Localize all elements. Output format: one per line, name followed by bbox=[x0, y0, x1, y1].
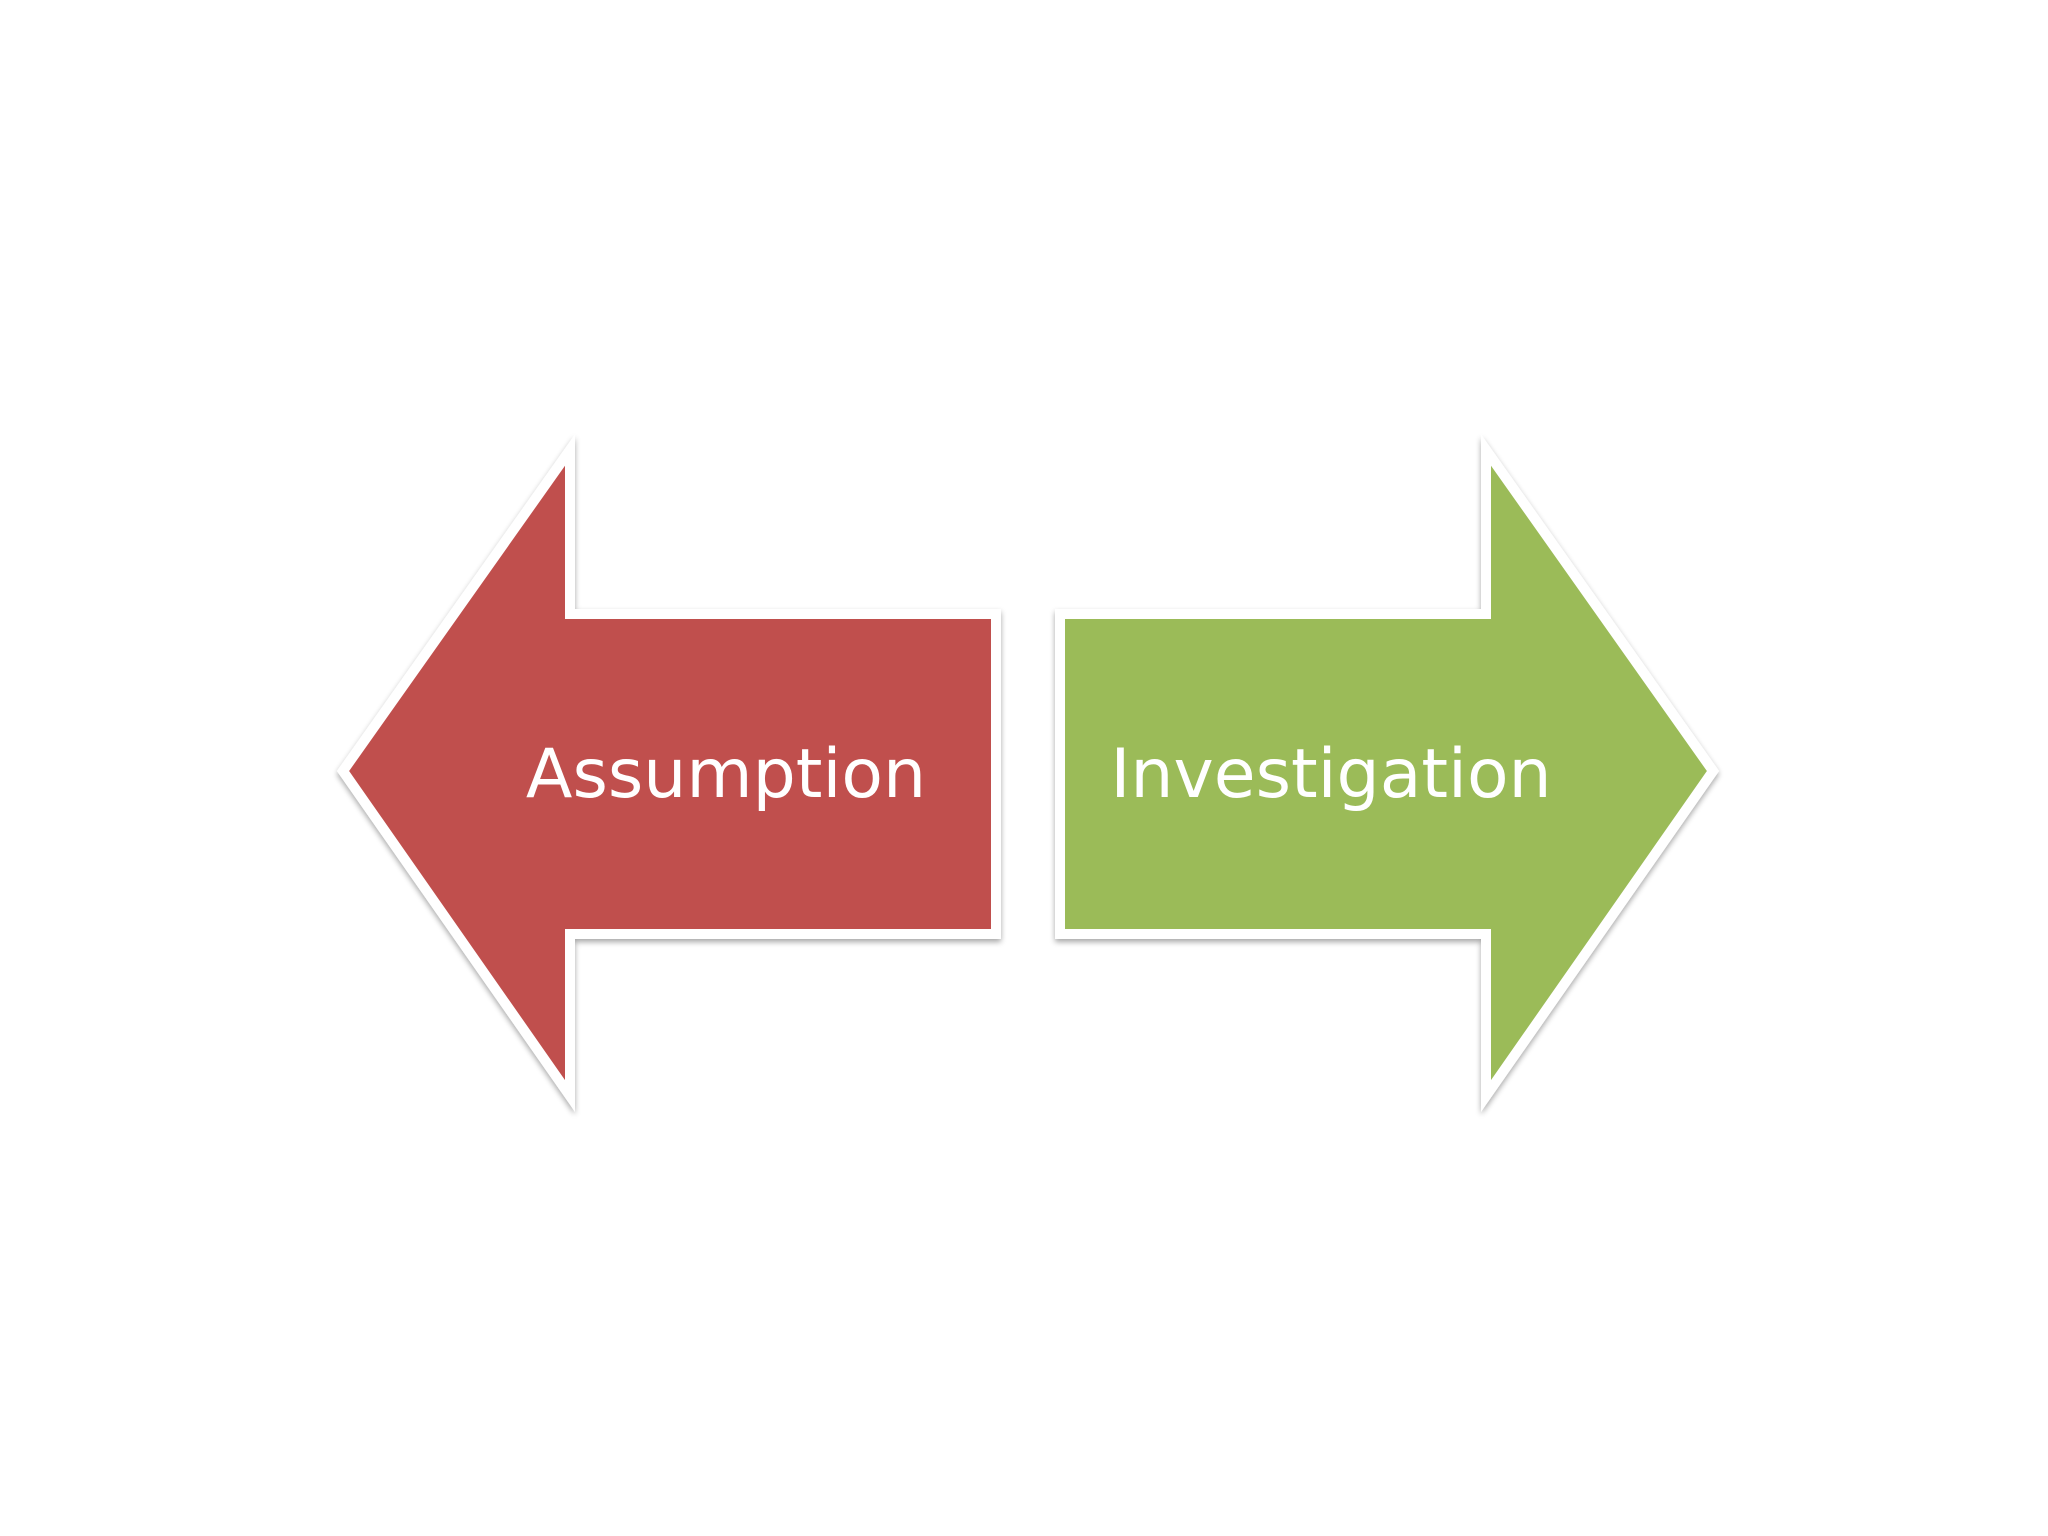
left-arrow-shape bbox=[336, 434, 1001, 1112]
left-arrow-label: Assumption bbox=[526, 735, 926, 814]
right-arrow-shape bbox=[1055, 434, 1720, 1112]
right-arrow: Investigation bbox=[1055, 434, 1720, 1112]
right-arrow-label: Investigation bbox=[1110, 735, 1551, 814]
left-arrow: Assumption bbox=[336, 434, 1001, 1112]
